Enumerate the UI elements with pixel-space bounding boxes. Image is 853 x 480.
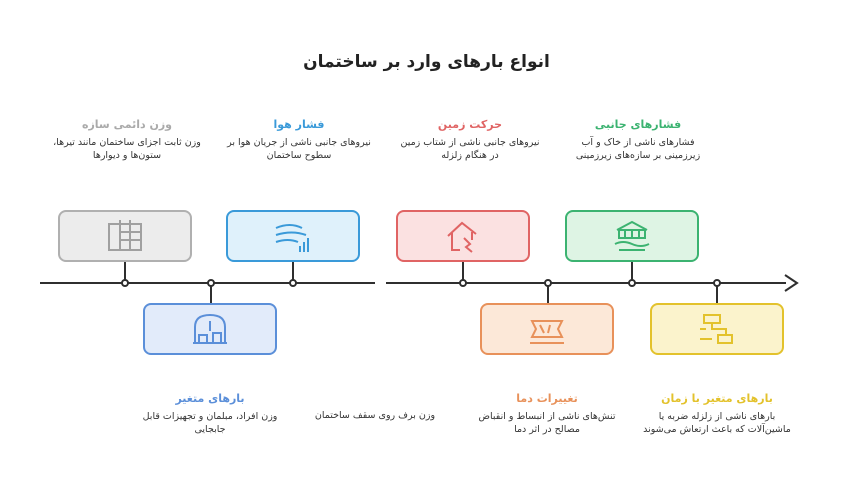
timeline-axis-right [386,282,786,284]
box-lateral [565,210,699,262]
top-text-wind: فشار هوا نیروهای جانبی ناشی از جریان هوا… [224,118,374,162]
bottom-text-snow: وزن برف روی سقف ساختمان [300,410,450,423]
box-earthquake [396,210,530,262]
top-text-earthquake: حرکت زمین نیروهای جانبی ناشی از شتاب زمی… [395,118,545,162]
connector-live-load [210,283,212,303]
heading-live-load: بارهای متغیر [175,392,245,405]
connector-temperature [547,283,549,303]
heading-wind: فشار هوا [273,118,325,131]
heading-earthquake: حرکت زمین [437,118,503,131]
box-wind [226,210,360,262]
bottom-text-temperature: تغییرات دما تنش‌های ناشی از انبساط و انق… [472,392,622,436]
timeline-dot [459,279,467,287]
timeline-dot [289,279,297,287]
connector-dead-load [124,262,126,282]
earthquake-house-icon [447,221,477,253]
heading-temperature: تغییرات دما [516,392,578,405]
timeline-dot [713,279,721,287]
heading-dynamic: بارهای متغیر با زمان [661,392,773,405]
bottom-text-live-load: بارهای متغیر وزن افراد، مبلمان و تجهیزات… [135,392,285,436]
box-dynamic [650,303,784,355]
page-title: انواع بارهای وارد بر ساختمان [303,52,550,72]
arrow-head-icon [784,274,799,292]
bottom-text-dynamic: بارهای متغیر با زمان بارهای ناشی از زلزل… [642,392,792,436]
timeline-dot [628,279,636,287]
desc-wind: نیروهای جانبی ناشی از جریان هوا بر سطوح … [227,137,371,161]
thermal-expansion-icon [530,320,564,344]
retaining-structure-icon [614,220,650,251]
box-dead-load [58,210,192,262]
desc-dynamic: بارهای ناشی از زلزله ضربه یا ماشین‌آلات … [643,411,791,435]
timeline-dot [544,279,552,287]
vibration-machine-icon [700,314,733,344]
top-text-dead-load: وزن دائمی سازه وزن ثابت اجزای ساختمان ما… [52,118,202,162]
connector-earthquake [462,262,464,282]
connector-dynamic [716,283,718,303]
desc-dead-load: وزن ثابت اجزای ساختمان مانند تیرها، ستون… [53,137,201,161]
connector-lateral [631,262,633,282]
heading-dead-load: وزن دائمی سازه [81,118,173,131]
box-temperature [480,303,614,355]
timeline-dot [121,279,129,287]
furniture-interior-icon [193,313,227,344]
desc-earthquake: نیروهای جانبی ناشی از شتاب زمین در هنگام… [400,137,540,161]
desc-live-load: وزن افراد، مبلمان و تجهیزات قابل جابجایی [142,411,278,435]
desc-temperature: تنش‌های ناشی از انبساط و انقباض مصالح در… [478,411,616,435]
heading-lateral: فشارهای جانبی [594,118,682,131]
box-live-load [143,303,277,355]
desc-snow: وزن برف روی سقف ساختمان [314,410,436,421]
timeline-dot [207,279,215,287]
connector-wind [292,262,294,282]
wind-icon [275,224,309,252]
top-text-lateral: فشارهای جانبی فشارهای ناشی از خاک و آب ز… [563,118,713,162]
building-frame-icon [108,220,142,251]
desc-lateral: فشارهای ناشی از خاک و آب زیرزمینی بر ساز… [575,137,701,161]
